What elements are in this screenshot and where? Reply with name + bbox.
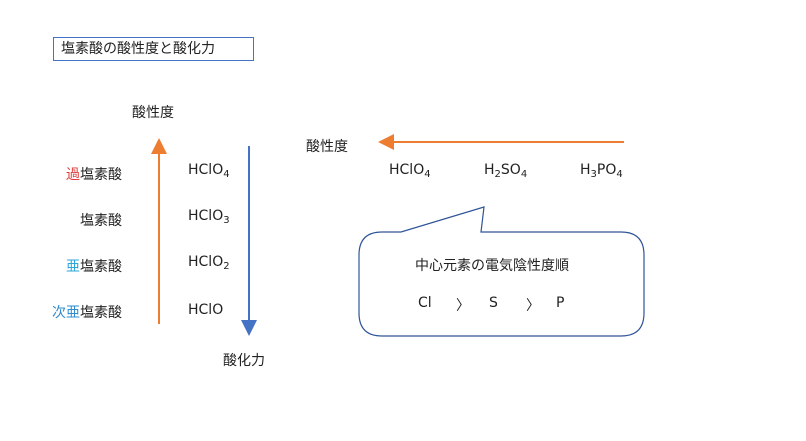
separator: 〉 bbox=[526, 298, 540, 314]
formula-subscript: 3 bbox=[590, 169, 597, 180]
element-s: S bbox=[489, 295, 498, 311]
acid-name-row: 次亜塩素酸 bbox=[12, 302, 122, 322]
acid-name-row: 過塩素酸 bbox=[12, 164, 122, 184]
formula-subscript: 3 bbox=[223, 215, 230, 226]
oxoacid-formula: HClO4 bbox=[389, 162, 431, 180]
formula-subscript: 2 bbox=[494, 169, 501, 180]
element-cl: Cl bbox=[418, 295, 432, 311]
acid-formula: HClO3 bbox=[188, 208, 230, 226]
formula-subscript: 4 bbox=[424, 169, 431, 180]
oxoacid-formula: H3PO4 bbox=[580, 162, 623, 180]
acid-prefix: 過 bbox=[66, 167, 80, 183]
formula-subscript: 4 bbox=[520, 169, 528, 180]
formula-part: HClO bbox=[389, 162, 425, 178]
page-title: 塩素酸の酸性度と酸化力 bbox=[53, 37, 254, 61]
formula-main: HClO bbox=[188, 208, 224, 224]
acid-prefix: 亜 bbox=[66, 259, 80, 275]
acid-formula: HClO4 bbox=[188, 162, 230, 180]
formula-part: H bbox=[580, 162, 591, 178]
formula-subscript: 4 bbox=[616, 169, 623, 180]
separator: 〉 bbox=[456, 298, 470, 314]
formula-part: PO bbox=[596, 162, 617, 178]
acid-name: 塩素酸 bbox=[80, 305, 122, 321]
callout-heading: 中心元素の電気陰性度順 bbox=[415, 258, 569, 274]
acid-prefix: 次亜 bbox=[52, 305, 80, 321]
formula-subscript: 2 bbox=[223, 261, 230, 272]
acidity-axis-label: 酸性度 bbox=[132, 105, 174, 121]
acid-name: 塩素酸 bbox=[80, 213, 122, 229]
acid-name-row: 塩素酸 bbox=[12, 210, 122, 230]
acid-name: 塩素酸 bbox=[80, 259, 122, 275]
element-p: P bbox=[556, 295, 565, 311]
oxidizing-axis-label: 酸化力 bbox=[223, 353, 265, 369]
right-acidity-label: 酸性度 bbox=[306, 139, 348, 155]
formula-main: HClO bbox=[188, 162, 224, 178]
formula-subscript: 4 bbox=[223, 169, 230, 180]
acid-name-row: 亜塩素酸 bbox=[12, 256, 122, 276]
callout-bubble bbox=[358, 206, 645, 337]
acid-formula: HClO bbox=[188, 302, 223, 318]
oxoacid-formula: H2SO4 bbox=[484, 162, 528, 180]
acid-formula: HClO2 bbox=[188, 254, 230, 272]
acid-name: 塩素酸 bbox=[80, 167, 122, 183]
formula-part: SO bbox=[500, 162, 521, 178]
formula-part: H bbox=[484, 162, 495, 178]
formula-main: HClO bbox=[188, 302, 224, 318]
formula-main: HClO bbox=[188, 254, 224, 270]
